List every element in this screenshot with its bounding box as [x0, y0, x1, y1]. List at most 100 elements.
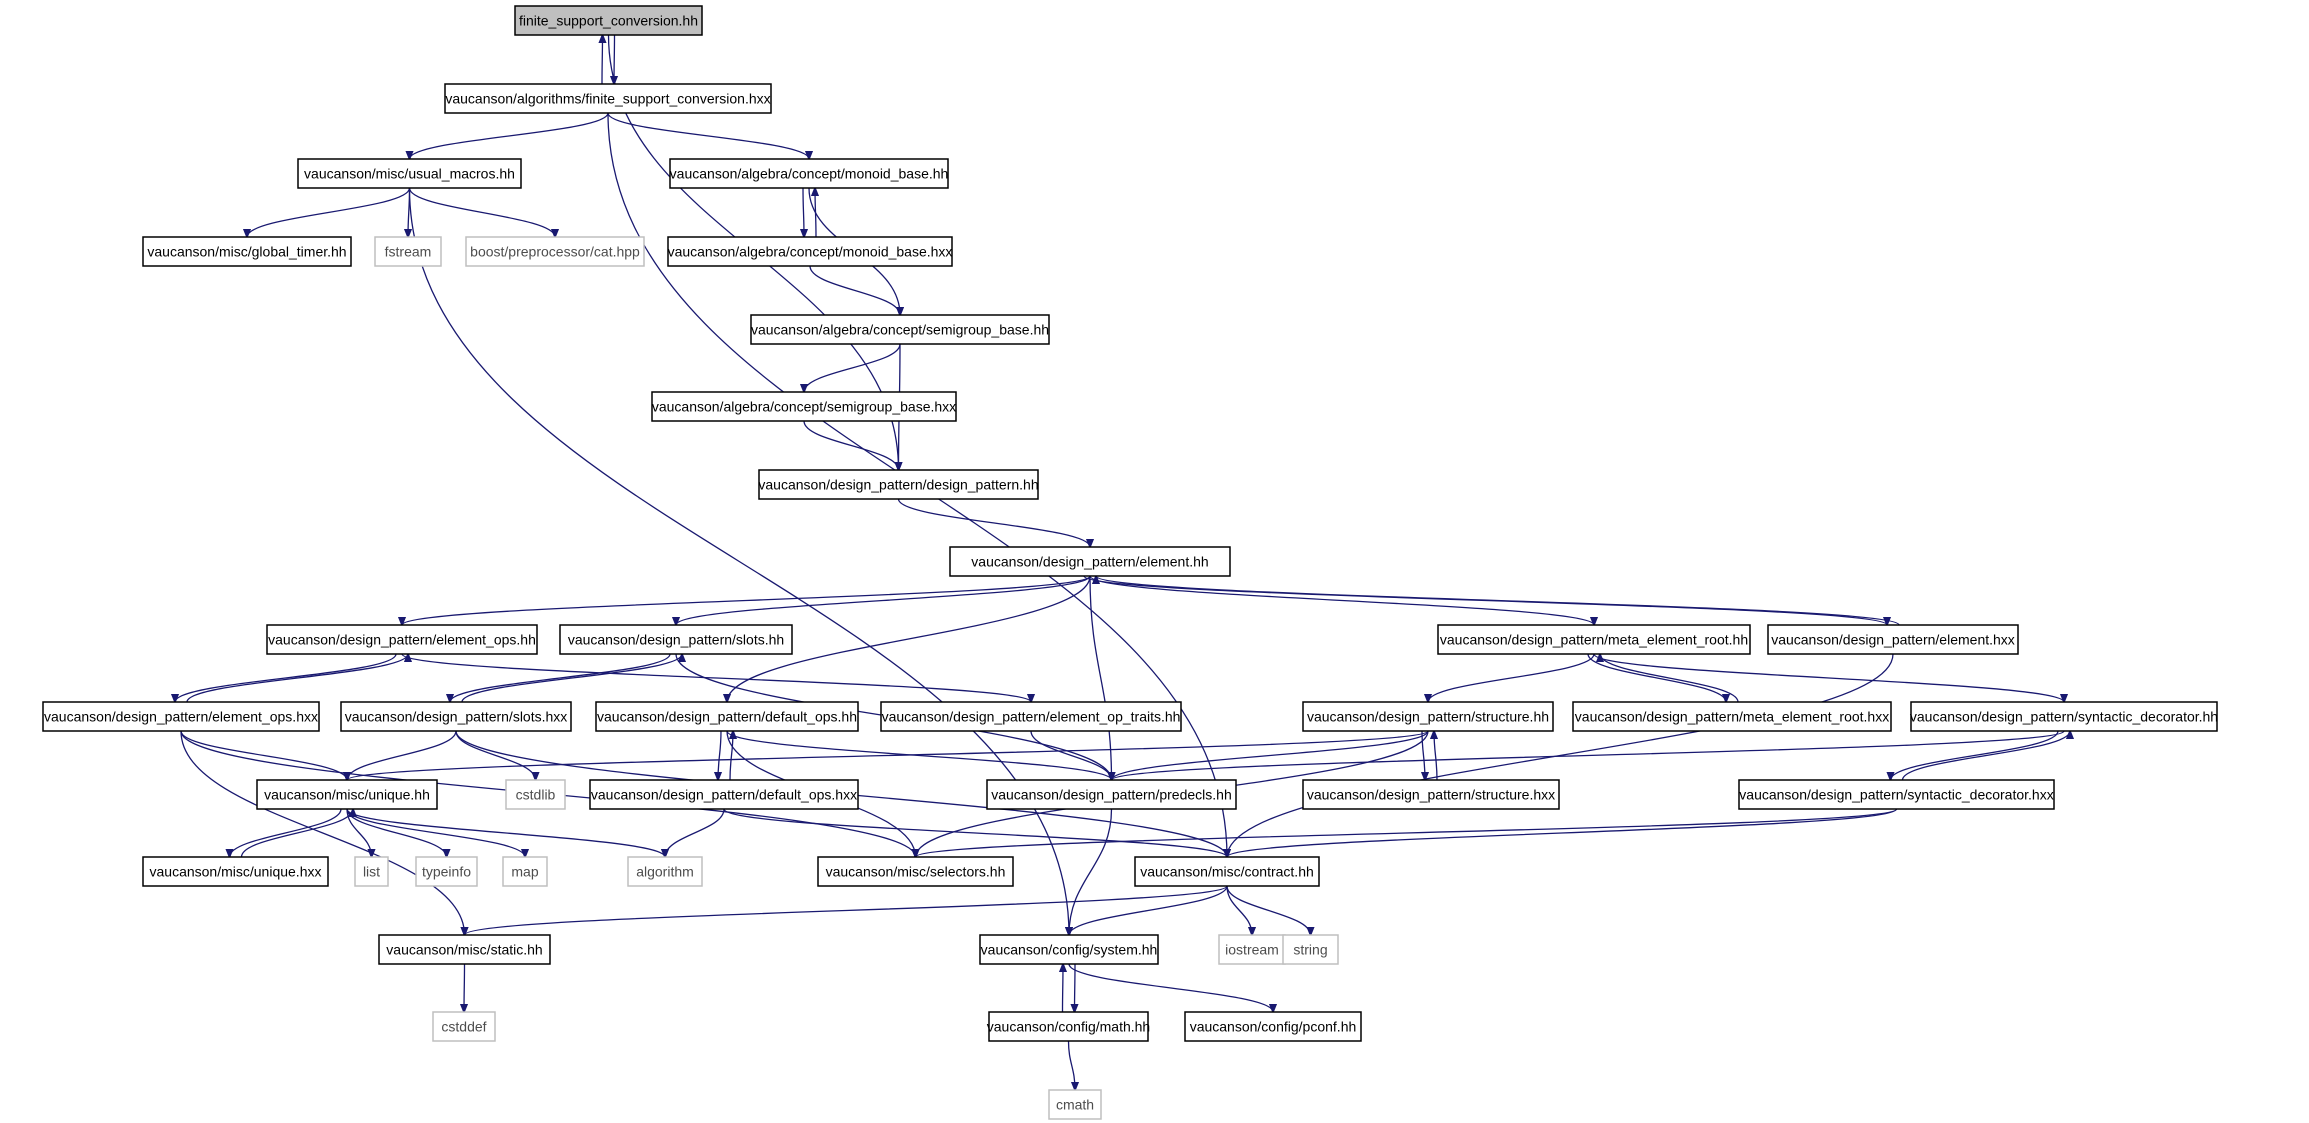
- edge-static_hh-to-cstddef: [464, 963, 465, 1012]
- node-label: algorithm: [636, 864, 694, 880]
- node-label: vaucanson/config/system.hh: [981, 942, 1158, 958]
- node-label: iostream: [1225, 942, 1279, 958]
- node-usual-macros[interactable]: vaucanson/misc/usual_macros.hh: [297, 158, 522, 189]
- edge-meta_root_hh-to-synt_hh: [1593, 653, 2064, 702]
- node-default-ops-hh[interactable]: vaucanson/design_pattern/default_ops.hh: [595, 701, 859, 732]
- edge-contract-to-system_hh: [1069, 885, 1228, 935]
- node-fsc-hxx[interactable]: vaucanson/algorithms/finite_support_conv…: [444, 83, 772, 114]
- node-math-hh[interactable]: vaucanson/config/math.hh: [987, 1011, 1150, 1042]
- node-default-ops-hxx[interactable]: vaucanson/design_pattern/default_ops.hxx: [589, 779, 859, 810]
- edge-meta_root_hxx-to-meta_root_hh: [1600, 654, 1739, 703]
- node-synt-hxx[interactable]: vaucanson/design_pattern/syntactic_decor…: [1738, 779, 2055, 810]
- node-label: vaucanson/design_pattern/default_ops.hh: [597, 709, 857, 725]
- node-label: vaucanson/misc/usual_macros.hh: [304, 166, 515, 182]
- node-label: vaucanson/design_pattern/structure.hh: [1307, 709, 1549, 725]
- edge-usual_macros-to-boost_cat: [408, 187, 556, 237]
- node-unique-hxx[interactable]: vaucanson/misc/unique.hxx: [142, 856, 329, 887]
- node-box: [595, 701, 859, 732]
- node-label: typeinfo: [422, 864, 471, 880]
- edge-meta_root_hh-to-structure_hh: [1428, 653, 1595, 702]
- node-label: vaucanson/design_pattern/element.hxx: [1771, 632, 2015, 648]
- node-root[interactable]: finite_support_conversion.hh: [514, 5, 703, 36]
- edge-slots_hxx-to-cstdlib: [455, 730, 536, 780]
- node-box: [142, 236, 352, 267]
- edge-element_hxx-to-contract: [1227, 653, 1894, 857]
- edge-semigroup_hxx-to-design_pattern: [803, 420, 899, 470]
- node-label: vaucanson/misc/global_timer.hh: [147, 244, 346, 260]
- node-label: vaucanson/algebra/concept/monoid_base.hh: [670, 166, 949, 182]
- edge-system_hh-to-pconf_hh: [1068, 963, 1273, 1012]
- node-label: vaucanson/algebra/concept/semigroup_base…: [751, 322, 1049, 338]
- node-box: [1302, 779, 1560, 810]
- node-semigroup-hxx[interactable]: vaucanson/algebra/concept/semigroup_base…: [651, 391, 957, 422]
- node-box: [340, 701, 572, 732]
- node-global-timer[interactable]: vaucanson/misc/global_timer.hh: [142, 236, 352, 267]
- node-label: boost/preprocessor/cat.hpp: [470, 244, 640, 260]
- edge-fsc_hxx-to-monoid_hh: [607, 112, 809, 159]
- node-selectors[interactable]: vaucanson/misc/selectors.hh: [817, 856, 1014, 887]
- node-system-hh[interactable]: vaucanson/config/system.hh: [979, 934, 1159, 965]
- edge-element_ops_hxx-to-static_hh: [180, 730, 465, 935]
- node-list: list: [354, 856, 389, 887]
- node-structure-hh[interactable]: vaucanson/design_pattern/structure.hh: [1302, 701, 1554, 732]
- node-slots-hxx[interactable]: vaucanson/design_pattern/slots.hxx: [340, 701, 572, 732]
- node-label: vaucanson/design_pattern/slots.hh: [568, 632, 784, 648]
- node-box: [505, 779, 566, 810]
- node-label: vaucanson/design_pattern/syntactic_decor…: [1739, 787, 2053, 803]
- node-monoid-hh[interactable]: vaucanson/algebra/concept/monoid_base.hh: [669, 158, 949, 189]
- node-contract[interactable]: vaucanson/misc/contract.hh: [1134, 856, 1320, 887]
- edge-design_pattern-to-element_hh: [897, 498, 1091, 547]
- edge-default_ops_hh-to-default_ops_hxx: [718, 730, 721, 780]
- node-box: [514, 5, 703, 36]
- node-design-pattern[interactable]: vaucanson/design_pattern/design_pattern.…: [758, 469, 1039, 500]
- node-box: [256, 779, 438, 810]
- node-label: finite_support_conversion.hh: [519, 13, 698, 29]
- edge-unique_hh-to-algorithm: [346, 808, 665, 857]
- edge-default_ops_hh-to-predecls: [726, 730, 1112, 780]
- node-element-hxx[interactable]: vaucanson/design_pattern/element.hxx: [1767, 624, 2019, 655]
- node-semigroup-hh[interactable]: vaucanson/algebra/concept/semigroup_base…: [750, 314, 1050, 345]
- node-cstddef: cstddef: [432, 1011, 496, 1042]
- node-static-hh[interactable]: vaucanson/misc/static.hh: [378, 934, 551, 965]
- edge-unique_hh-to-typeinfo: [346, 808, 447, 857]
- node-box: [988, 1011, 1149, 1042]
- node-pconf-hh[interactable]: vaucanson/config/pconf.hh: [1184, 1011, 1362, 1042]
- node-box: [444, 83, 772, 114]
- node-meta-root-hh[interactable]: vaucanson/design_pattern/meta_element_ro…: [1437, 624, 1751, 655]
- node-box: [1302, 701, 1554, 732]
- node-box: [432, 1011, 496, 1042]
- node-box: [354, 856, 389, 887]
- node-label: vaucanson/misc/unique.hxx: [150, 864, 322, 880]
- node-box: [651, 391, 957, 422]
- node-label: cmath: [1056, 1097, 1094, 1113]
- edge-meta_root_hh-to-meta_root_hxx: [1587, 653, 1726, 702]
- node-predecls[interactable]: vaucanson/design_pattern/predecls.hh: [986, 779, 1237, 810]
- node-element-hh[interactable]: vaucanson/design_pattern/element.hh: [949, 546, 1231, 577]
- node-synt-hh[interactable]: vaucanson/design_pattern/syntactic_decor…: [1910, 701, 2218, 732]
- edge-synt_hh-to-predecls: [1112, 730, 2065, 780]
- node-unique-hh[interactable]: vaucanson/misc/unique.hh: [256, 779, 438, 810]
- node-op-traits[interactable]: vaucanson/design_pattern/element_op_trai…: [880, 701, 1182, 732]
- node-box: [42, 701, 320, 732]
- node-label: vaucanson/algebra/concept/monoid_base.hx…: [668, 244, 953, 260]
- node-slots-hh[interactable]: vaucanson/design_pattern/slots.hh: [559, 624, 793, 655]
- edge-unique_hh-to-map: [346, 808, 525, 857]
- node-label: vaucanson/algorithms/finite_support_conv…: [445, 91, 770, 107]
- dependency-nodes: finite_support_conversion.hh vaucanson/al…: [42, 5, 2218, 1120]
- edge-unique_hh-to-unique_hxx: [230, 808, 342, 857]
- node-label: vaucanson/design_pattern/slots.hxx: [345, 709, 568, 725]
- node-structure-hxx[interactable]: vaucanson/design_pattern/structure.hxx: [1302, 779, 1560, 810]
- node-element-ops-hxx[interactable]: vaucanson/design_pattern/element_ops.hxx: [42, 701, 320, 732]
- node-iostream: iostream: [1218, 934, 1286, 965]
- node-box: [266, 624, 538, 655]
- node-meta-root-hxx[interactable]: vaucanson/design_pattern/meta_element_ro…: [1572, 701, 1892, 732]
- node-label: cstdlib: [516, 787, 556, 803]
- node-element-ops-hh[interactable]: vaucanson/design_pattern/element_ops.hh: [266, 624, 538, 655]
- node-box: [1134, 856, 1320, 887]
- node-label: vaucanson/design_pattern/predecls.hh: [991, 787, 1232, 803]
- node-monoid-hxx[interactable]: vaucanson/algebra/concept/monoid_base.hx…: [667, 236, 953, 267]
- edge-synt_hxx-to-synt_hh: [1901, 731, 2071, 781]
- node-label: string: [1293, 942, 1327, 958]
- edge-synt_hxx-to-selectors: [916, 808, 1898, 857]
